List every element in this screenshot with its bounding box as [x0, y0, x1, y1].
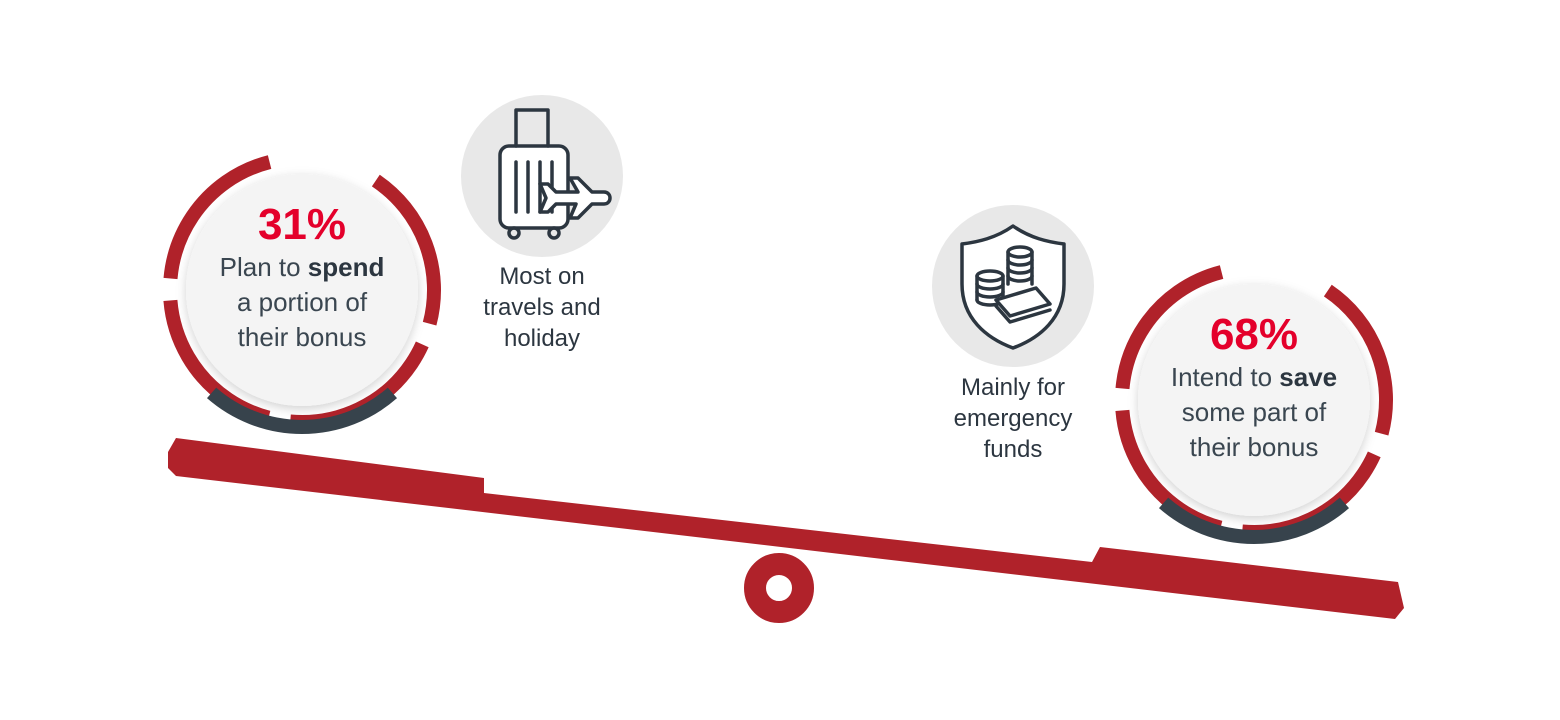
- seesaw-pivot: [744, 553, 814, 623]
- save-caption: Mainly for emergency funds: [953, 374, 1073, 463]
- spend-stat: 31% Plan to spend a portion of their bon…: [187, 200, 417, 355]
- save-line3: their bonus: [1189, 432, 1319, 462]
- luggage-plane-icon: [461, 95, 623, 257]
- save-stat: 68% Intend to save some part of their bo…: [1134, 310, 1374, 465]
- spend-percent: 31%: [257, 200, 347, 249]
- save-line1: Intend to save: [1170, 362, 1338, 392]
- seesaw-beam: [168, 438, 1404, 619]
- save-percent: 68%: [1209, 310, 1299, 359]
- spend-line1: Plan to spend: [219, 252, 385, 282]
- shield-coins-icon: [932, 205, 1094, 367]
- spend-line2: a portion of: [236, 287, 368, 317]
- spend-stat-ring: [163, 151, 441, 434]
- spend-line3: their bonus: [237, 322, 367, 352]
- save-line2: some part of: [1181, 397, 1327, 427]
- spend-caption: Most on travels and holiday: [483, 263, 601, 352]
- save-stat-ring: [1115, 261, 1393, 544]
